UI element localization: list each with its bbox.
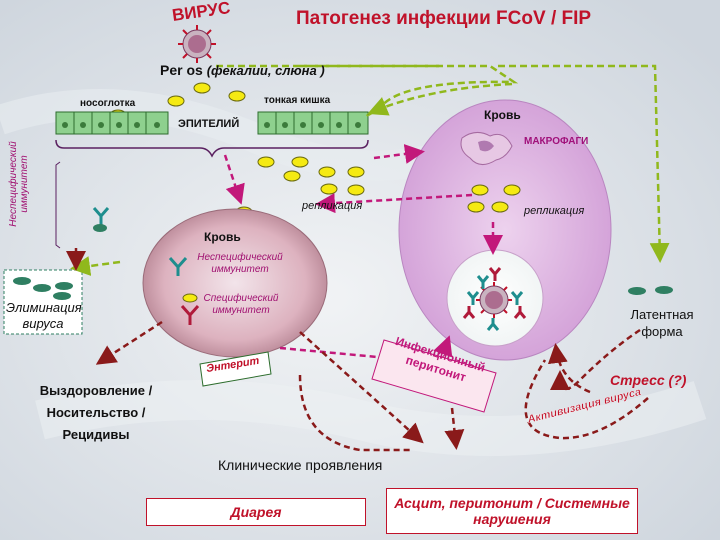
enteritis-tag: [199, 351, 272, 387]
nonspecific-immunity-side-label: Неспецифический иммунитет: [8, 141, 30, 227]
nasopharynx-label: носоглотка: [80, 98, 136, 109]
virion-particles-right: [467, 184, 521, 213]
epithelium-label: ЭПИТЕЛИЙ: [178, 118, 240, 130]
diarrhea-box: Диарея: [146, 498, 366, 526]
replication-left-label: репликация: [302, 200, 363, 212]
bacteria-side: [93, 224, 107, 232]
fip-tag: [371, 339, 497, 413]
elimination-label: Элиминация вируса: [6, 300, 82, 331]
blood-right-label: Кровь: [484, 108, 521, 122]
specific-immunity-center-label: Специфический иммунитет: [203, 293, 279, 316]
nonspecific-immunity-center-label: Неспецифический иммунитет: [197, 252, 283, 275]
entry-detail: (фекалии, слюна ): [206, 63, 325, 78]
bacteria-latent: [628, 286, 673, 295]
ascites-box: Асцит, перитонит / Системные нарушения: [386, 488, 638, 534]
outcome-label: Выздоровление / Носительство / Рецидивы: [39, 383, 153, 442]
macrophages-label: МАКРОФАГИ: [524, 136, 589, 147]
page-title: Патогенез инфекции FCoV / FIP: [296, 8, 592, 29]
clinical-manifestations-label: Клинические проявления: [218, 457, 383, 473]
virus-cluster-icon: [476, 282, 512, 318]
antibody-center-teal: [168, 257, 188, 276]
virus-icon: [178, 25, 216, 63]
bacteria-elimination: [13, 277, 73, 300]
replication-right-label: репликация: [524, 205, 585, 217]
entry-route: Per os (фекалии, слюна ): [160, 62, 325, 78]
entry-main: Per os: [160, 62, 203, 78]
stress-label: Стресс (?): [610, 372, 687, 388]
latent-form-label: Латентная форма: [630, 307, 694, 339]
antibodies-around-virus: [462, 267, 527, 331]
epithelium-layer: [55, 111, 369, 158]
ascites-label: Асцит, перитонит / Системные нарушения: [394, 495, 630, 527]
small-intestine-label: тонкая кишка: [264, 95, 331, 106]
macrophage-icon: [460, 132, 513, 165]
antibody-center-red: [180, 305, 200, 325]
diarrhea-label: Диарея: [230, 504, 282, 520]
arrows-red: [66, 248, 649, 452]
blood-center-label: Кровь: [204, 230, 241, 244]
